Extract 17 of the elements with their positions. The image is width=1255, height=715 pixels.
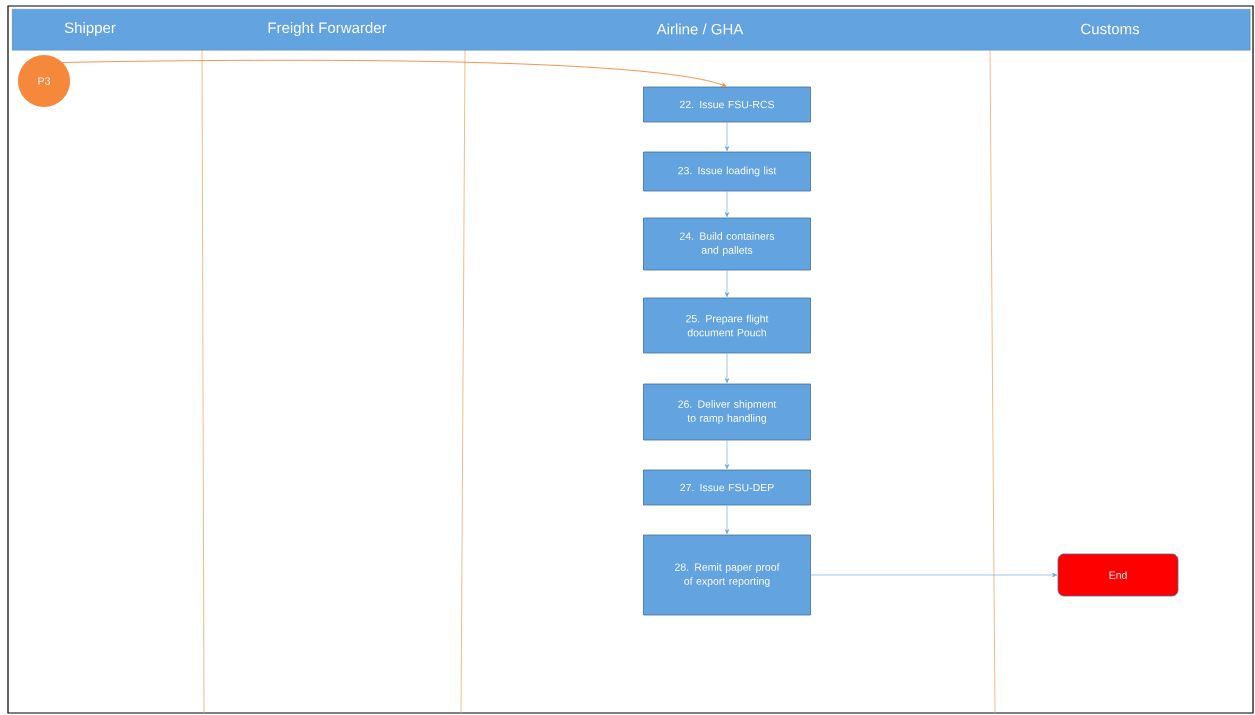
terminator-box: End bbox=[1057, 553, 1179, 597]
arrow bbox=[62, 59, 727, 87]
arrow bbox=[724, 440, 730, 470]
lane-header-band: Shipper Freight Forwarder Airline / GHA Customs bbox=[12, 9, 1251, 51]
process-box: 24. Build containers and pallets bbox=[643, 217, 811, 271]
arrow bbox=[724, 353, 730, 384]
process-box: 28. Remit paper proof of export reporting bbox=[643, 534, 811, 616]
arrow bbox=[724, 270, 730, 298]
arrow bbox=[810, 572, 1058, 578]
process-box: 22. Issue FSU-RCS bbox=[643, 86, 811, 123]
process-box: 25. Prepare flight document Pouch bbox=[643, 297, 811, 354]
arrow bbox=[724, 505, 730, 535]
arrow bbox=[724, 191, 730, 218]
arrow bbox=[724, 122, 730, 152]
process-box: 23. Issue loading list bbox=[643, 151, 811, 192]
process-box: 26. Deliver shipment to ramp handling bbox=[643, 383, 811, 441]
process-box: 27. Issue FSU-DEP bbox=[643, 469, 811, 506]
